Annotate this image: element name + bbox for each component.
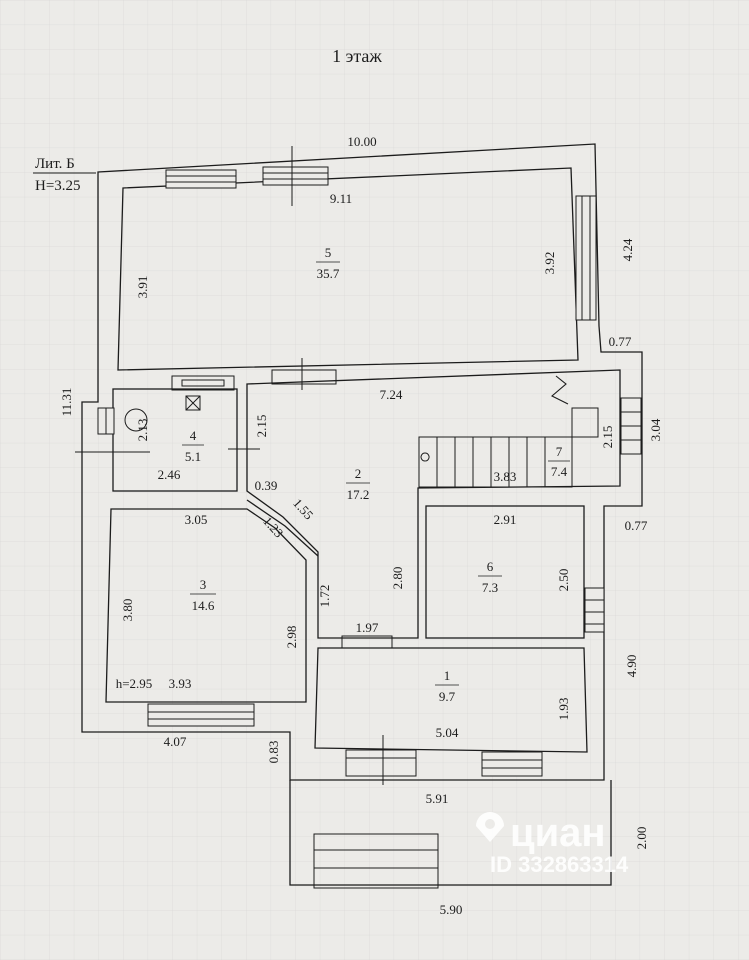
watermark-brand: циан xyxy=(510,811,606,855)
dim-r6-top: 2.91 xyxy=(494,512,517,527)
room-3-label: 3 14.6 xyxy=(190,577,216,613)
dim-porch-right: 2.00 xyxy=(634,827,649,850)
room-7-label: 7 7.4 xyxy=(548,444,570,479)
door-marks xyxy=(75,146,417,785)
dim-r1-height: 1.93 xyxy=(556,698,571,721)
dim-r7-right: 2.15 xyxy=(600,426,615,449)
window-bottom-room1 xyxy=(481,751,543,777)
room-1-label: 1 9.7 xyxy=(435,668,459,704)
window-right-room6 xyxy=(584,587,605,633)
dim-r5-left: 3.91 xyxy=(135,276,150,299)
dim-r7-width: 3.83 xyxy=(494,469,517,484)
room-number: 5 xyxy=(325,245,332,260)
room-number: 7 xyxy=(556,444,563,459)
outer-wall xyxy=(81,143,643,781)
meter-box-icon xyxy=(185,395,201,411)
room-6-label: 6 7.3 xyxy=(478,559,502,595)
dim-outer-left: 11.31 xyxy=(59,388,74,417)
building-height: H=3.25 xyxy=(35,178,81,194)
room-2-label: 2 17.2 xyxy=(346,466,370,502)
room-5-label: 5 35.7 xyxy=(316,245,340,281)
dim-r3-top: 3.05 xyxy=(185,512,208,527)
room-number: 4 xyxy=(190,428,197,443)
room-3-outline xyxy=(105,508,307,703)
dim-step-right-1: 0.77 xyxy=(609,334,632,349)
watermark-id: ID 332863314 xyxy=(490,852,629,877)
windows xyxy=(97,166,642,777)
dim-r5-right: 3.92 xyxy=(542,252,557,275)
dim-r3-height: 3.80 xyxy=(120,599,135,622)
room-6-outline xyxy=(425,505,585,639)
room-area: 7.3 xyxy=(482,580,498,595)
dim-corner: 0.39 xyxy=(255,478,278,493)
room-area: 35.7 xyxy=(317,266,340,281)
room-area: 5.1 xyxy=(185,449,201,464)
window-left-room4 xyxy=(97,407,115,435)
room-number: 1 xyxy=(444,668,451,683)
dim-r3-bottom: 3.93 xyxy=(169,676,192,691)
dim-r5-top: 9.11 xyxy=(330,191,352,206)
room-number: 2 xyxy=(355,466,362,481)
dim-outer-right-top: 4.24 xyxy=(620,238,635,261)
round-fixture-icon xyxy=(124,408,148,432)
fixtures xyxy=(124,375,439,889)
dim-r3-h: h=2.95 xyxy=(116,676,153,691)
dim-porch-top: 5.91 xyxy=(426,791,449,806)
dim-r3-right: 2.98 xyxy=(284,626,299,649)
room-area: 17.2 xyxy=(347,487,370,502)
dimensions-vertical: 3.91 3.92 4.24 11.31 2.13 2.15 2.15 3.04… xyxy=(59,238,663,849)
room-4-outline xyxy=(112,388,238,492)
dim-r2-lower: 1.72 xyxy=(317,585,332,608)
window-top-left xyxy=(165,169,237,189)
dimensions-horizontal: 10.00 9.11 0.77 7.24 2.46 3.83 0.39 3.05… xyxy=(116,134,648,917)
room-2-outline xyxy=(246,369,621,639)
stair-arrow xyxy=(551,375,569,405)
room-area: 9.7 xyxy=(439,689,456,704)
window-right-room7 xyxy=(620,397,642,455)
dim-outer-top: 10.00 xyxy=(347,134,376,149)
dim-r2-height: 2.80 xyxy=(390,567,405,590)
window-top-mid xyxy=(262,166,329,186)
room-labels: 5 35.7 4 5.1 2 17.2 3 14.6 6 7.3 1 9.7 xyxy=(182,245,570,704)
dim-step-down: 0.83 xyxy=(266,741,281,764)
window-right-upper xyxy=(575,195,597,321)
dim-outer-bottom-left: 4.07 xyxy=(164,734,187,749)
room-5-outline xyxy=(117,167,579,371)
partition-diagonal xyxy=(246,499,319,557)
room-number: 6 xyxy=(487,559,494,574)
porch-steps xyxy=(313,833,439,889)
dim-r2-bottom: 1.97 xyxy=(356,620,379,635)
porch-outline xyxy=(289,780,612,886)
cian-logo-icon xyxy=(476,812,504,842)
boiler-unit xyxy=(171,375,235,391)
walls xyxy=(81,143,643,886)
room-area: 7.4 xyxy=(551,464,568,479)
dim-r1-bottom: 5.04 xyxy=(436,725,459,740)
building-letter: Лит. Б xyxy=(35,156,75,172)
staircase xyxy=(418,375,599,488)
stair-start-mark xyxy=(420,452,430,462)
dim-r4-height: 2.13 xyxy=(135,419,150,442)
room-area: 14.6 xyxy=(192,598,215,613)
floor-title: 1 этаж xyxy=(332,46,382,66)
dim-r6-height: 2.50 xyxy=(556,569,571,592)
room-number: 3 xyxy=(200,577,207,592)
dim-r2-top: 7.24 xyxy=(380,387,403,402)
room-4-label: 4 5.1 xyxy=(182,428,204,464)
window-bottom-room3 xyxy=(147,703,255,727)
room-1-outline xyxy=(314,647,588,753)
dim-r2-left: 2.15 xyxy=(254,415,269,438)
dim-outer-right-low: 4.90 xyxy=(624,655,639,678)
dim-porch-bottom: 5.90 xyxy=(440,902,463,917)
stair-flight xyxy=(418,436,573,488)
dim-r4-width: 2.46 xyxy=(158,467,181,482)
dim-outer-right-mid: 3.04 xyxy=(648,418,663,441)
dim-step-right-2: 0.77 xyxy=(625,518,648,533)
cian-watermark: циан ID 332863314 xyxy=(476,811,629,877)
